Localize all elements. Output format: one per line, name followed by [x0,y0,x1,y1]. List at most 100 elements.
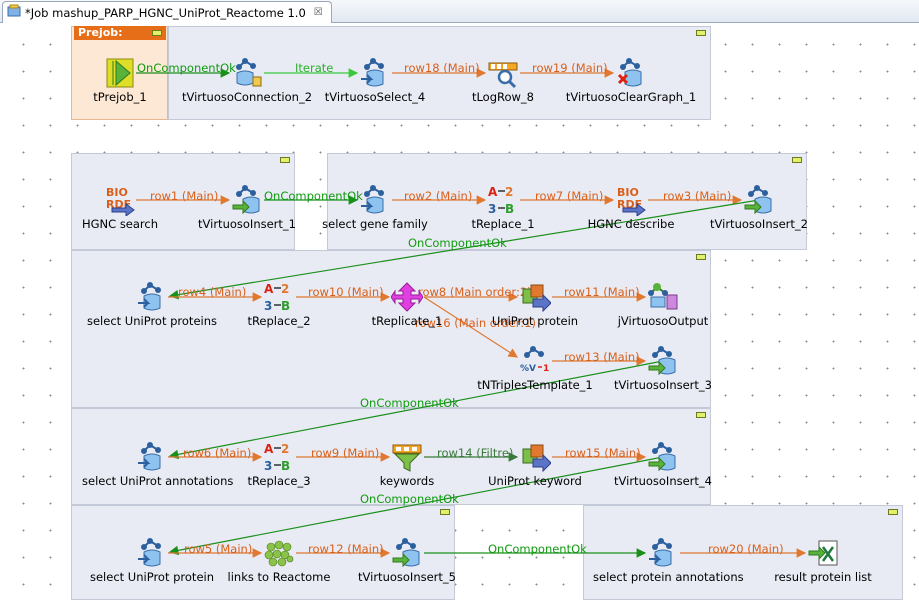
virtuoso-cleargraph-icon[interactable] [615,57,647,89]
connection-label[interactable]: row2 (Main) [404,189,473,203]
component-keywords[interactable]: keywords [337,441,477,488]
connection-label[interactable]: row19 (Main) [532,61,608,75]
subjob-gene-family[interactable] [327,153,807,250]
component-tVirtuosoInsert_3[interactable]: tVirtuosoInsert_3 [593,345,733,392]
replicate-icon[interactable] [390,281,424,313]
component-tPrejob_1[interactable]: tPrejob_1 [50,57,190,104]
connection-label[interactable]: OnComponentOk [264,189,363,203]
tmap-icon[interactable] [519,441,552,473]
connection-label[interactable]: row4 (Main) [178,285,247,299]
connection-label[interactable]: row8 (Main order:2) [418,285,532,299]
connection-label[interactable]: OnComponentOk [488,542,587,556]
component-tVirtuosoSelect_4[interactable]: tVirtuosoSelect_4 [305,57,445,104]
connection-ok[interactable] [168,456,664,556]
component-select_uniprot_annotations[interactable]: select UniProt annotations [82,441,233,488]
component-tReplicate_1[interactable]: tReplicate_1 [337,281,477,328]
jvirtuoso-output-icon[interactable] [647,281,679,313]
component-select_protein_annotations[interactable]: select protein annotations [593,537,744,584]
connection-label[interactable]: row6 (Main) [183,446,252,460]
component-select_uniprot_proteins[interactable]: select UniProt proteins [82,281,222,328]
excel-output-icon[interactable] [807,537,839,569]
connection-label[interactable]: row14 (Filtre) [437,446,514,460]
connection-label[interactable]: row7 (Main) [535,189,604,203]
component-tVirtuosoInsert_4[interactable]: tVirtuosoInsert_4 [593,441,733,488]
job-editor-tab[interactable]: *Job mashup_PARP_HGNC_UniProt_Reactome 1… [2,1,332,23]
tmap-icon[interactable] [519,281,552,313]
connection-label[interactable]: row12 (Main) [308,542,384,556]
connection-label[interactable]: OnComponentOk [137,61,236,75]
connection-label[interactable]: OnComponentOk [360,492,459,506]
virtuoso-connection-icon[interactable] [231,57,263,89]
collapse-subjob-button[interactable] [440,509,450,515]
component-jVirtuosoOutput[interactable]: jVirtuosoOutput [593,281,733,328]
connection-label[interactable]: row1 (Main) [150,189,219,203]
connection-label[interactable]: row16 (Main order:1) [415,316,536,330]
svg-text:3: 3 [264,299,272,313]
virtuoso-select-icon[interactable] [359,57,391,89]
connection-label[interactable]: OnComponentOk [408,236,507,250]
component-uniprot_keyword[interactable]: UniProt keyword [465,441,605,488]
virtuoso-insert-icon[interactable] [391,537,423,569]
reactome-icon[interactable] [263,537,295,569]
connection-main[interactable] [423,296,519,358]
component-tVirtuosoInsert_1[interactable]: tVirtuosoInsert_1 [177,184,317,231]
collapse-subjob-button[interactable] [280,157,290,163]
connection-label[interactable]: row9 (Main) [311,446,380,460]
connection-label[interactable]: row5 (Main) [184,542,253,556]
collapse-subjob-button[interactable] [696,412,706,418]
collapse-subjob-button[interactable] [696,254,706,260]
subjob-reactome[interactable] [71,505,455,600]
component-tVirtuosoClearGraph_1[interactable]: tVirtuosoClearGraph_1 [561,57,701,104]
collapse-prejob-button[interactable] [152,30,162,36]
prejob-icon[interactable] [104,57,136,89]
subjob-uniprot-proteins[interactable] [71,250,711,408]
connection-label[interactable]: row20 (Main) [708,542,784,556]
virtuoso-insert-icon[interactable] [647,441,679,473]
virtuoso-select-icon[interactable] [136,537,168,569]
connection-label[interactable]: row11 (Main) [564,285,640,299]
connection-label[interactable]: Iterate [295,61,334,75]
connection-label[interactable]: OnComponentOk [360,396,459,410]
connection-label[interactable]: row15 (Main) [565,446,641,460]
component-uniprot_protein[interactable]: UniProt protein [465,281,605,328]
component-tLogRow_8[interactable]: tLogRow_8 [433,57,573,104]
virtuoso-select-icon[interactable] [359,184,391,216]
filter-icon[interactable] [391,441,423,473]
component-select_gene_family[interactable]: select gene family [305,184,445,231]
component-tVirtuosoInsert_5[interactable]: tVirtuosoInsert_5 [337,537,477,584]
logrow-icon[interactable] [487,57,519,89]
component-tVirtuosoConnection_2[interactable]: tVirtuosoConnection_2 [177,57,317,104]
virtuoso-insert-icon[interactable] [647,345,679,377]
close-tab-icon[interactable]: ☒ [313,7,323,18]
collapse-subjob-button[interactable] [696,30,706,36]
connection-ok[interactable] [168,360,664,460]
virtuoso-select-icon[interactable] [647,537,679,569]
collapse-subjob-button[interactable] [792,157,802,163]
component-tVirtuosoInsert_2[interactable]: tVirtuosoInsert_2 [689,184,829,231]
virtuoso-insert-icon[interactable] [743,184,775,216]
connection-label[interactable]: row10 (Main) [308,285,384,299]
virtuoso-select-icon[interactable] [136,281,168,313]
connection-label[interactable]: row3 (Main) [663,189,732,203]
collapse-subjob-button[interactable] [888,509,898,515]
connection-label[interactable]: row13 (Main) [564,350,640,364]
virtuoso-select-icon[interactable] [136,441,168,473]
component-result_protein_list[interactable]: result protein list [753,537,893,584]
virtuoso-insert-icon[interactable] [231,184,263,216]
connection-ok[interactable] [168,199,760,300]
component-links_to_reactome[interactable]: links to Reactome [209,537,349,584]
component-select_uniprot_protein[interactable]: select UniProt protein [82,537,222,584]
connection-label[interactable]: row18 (Main) [404,61,480,75]
